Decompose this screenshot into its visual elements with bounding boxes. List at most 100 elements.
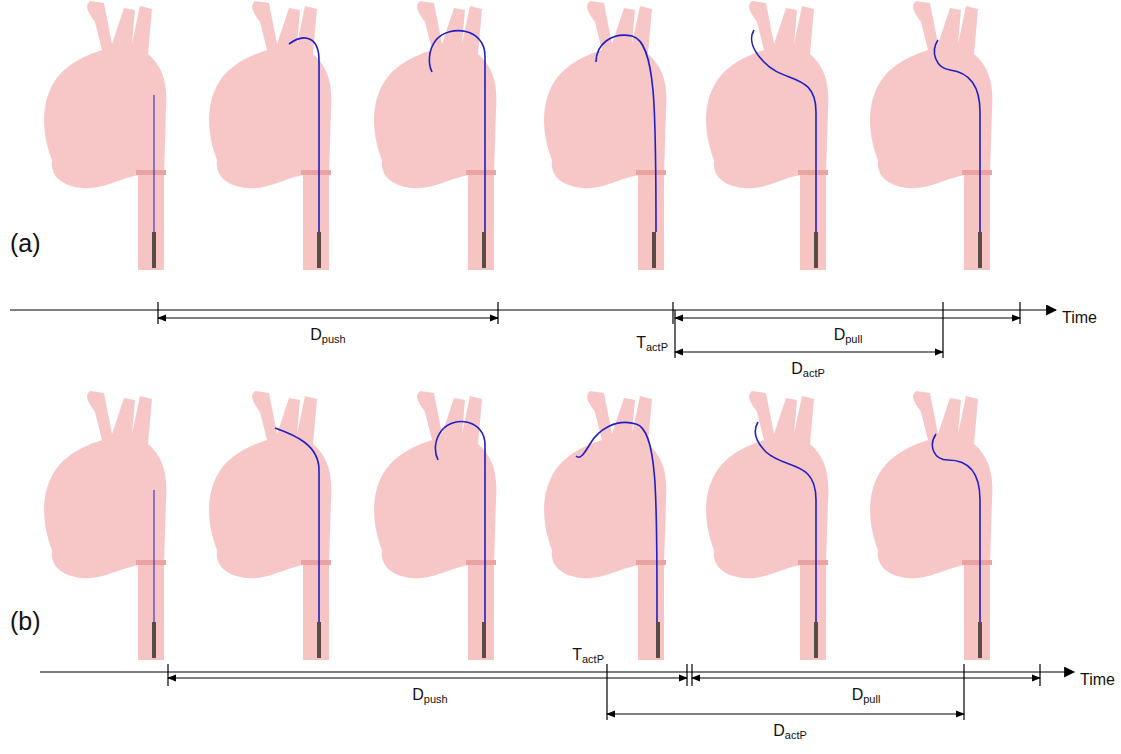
subscript: push [424, 693, 448, 705]
subscript: pull [845, 333, 862, 345]
symbol: D [310, 326, 322, 343]
vessel-joint [301, 170, 331, 175]
time-axis [10, 309, 1056, 310]
duration-label: Dpush [310, 326, 345, 345]
duration-label: Dpull [834, 326, 863, 345]
guidewire [932, 434, 980, 622]
symbol: D [412, 686, 424, 703]
tick [497, 302, 498, 324]
vessel-joint [798, 170, 828, 175]
time-point-label: TactP [572, 646, 604, 665]
vessel-joint [636, 560, 666, 565]
guidewire [429, 31, 485, 232]
guidewire [435, 422, 485, 622]
axis-label: Time [1062, 309, 1097, 327]
descending-aorta [638, 562, 664, 660]
time-point-label: TactP [636, 334, 668, 353]
descending-aorta [800, 172, 826, 270]
symbol: T [636, 334, 646, 351]
tick [963, 664, 964, 720]
aorta-panel [870, 1, 992, 270]
descending-aorta [638, 172, 664, 270]
tick [672, 302, 673, 324]
catheter [978, 622, 982, 658]
vessel-joint [962, 170, 992, 175]
aorta-panel [209, 1, 331, 270]
vessel-joint [636, 170, 666, 175]
symbol: D [852, 686, 864, 703]
catheter [978, 232, 982, 268]
aorta-arch [209, 1, 331, 188]
aorta-panel [870, 391, 992, 660]
subscript: pull [863, 693, 880, 705]
guidewire [752, 30, 816, 232]
vessel-joint [136, 170, 166, 175]
subscript: actP [803, 367, 825, 379]
duration-arrow [675, 351, 943, 352]
duration-label: DactP [791, 360, 825, 379]
aorta-panel [544, 391, 666, 660]
vessel-joint [466, 560, 496, 565]
descending-aorta [468, 562, 494, 660]
guidewire [289, 38, 319, 232]
descending-aorta [138, 562, 164, 660]
panel-label: (b) [10, 608, 41, 636]
vessel-joint [962, 560, 992, 565]
guidewire [596, 35, 656, 232]
catheter [317, 232, 321, 268]
guidewire [154, 490, 155, 622]
panel-label: (a) [10, 230, 41, 258]
descending-aorta [468, 172, 494, 270]
duration-arrow [675, 317, 1020, 318]
aorta-arch [209, 391, 331, 578]
aorta-arch [544, 391, 666, 578]
vessel-joint [301, 560, 331, 565]
tick [686, 664, 687, 686]
duration-label: Dpull [852, 686, 881, 705]
catheter [814, 232, 818, 268]
subscript: push [322, 333, 346, 345]
catheter [814, 622, 818, 658]
tick [1039, 664, 1040, 686]
duration-arrow [158, 317, 498, 318]
duration-arrow [168, 677, 687, 678]
aorta-panel [544, 1, 666, 270]
symbol: D [791, 360, 803, 377]
catheter [152, 232, 156, 268]
descending-aorta [800, 562, 826, 660]
duration-label: Dpush [412, 686, 447, 705]
tick [606, 664, 607, 720]
vessel-joint [136, 560, 166, 565]
subscript: actP [785, 729, 807, 741]
vessel-joint [798, 560, 828, 565]
guidewire [755, 422, 816, 622]
subscript: actP [646, 341, 668, 353]
descending-aorta [964, 562, 990, 660]
aorta-panel [706, 391, 828, 660]
descending-aorta [303, 172, 329, 270]
tick [167, 664, 168, 686]
aorta-arch [44, 391, 166, 578]
aorta-arch [870, 391, 992, 578]
symbol: T [572, 646, 582, 663]
aorta-arch [44, 1, 166, 188]
guidewire [275, 428, 319, 622]
aorta-panel [209, 391, 331, 660]
catheter [152, 622, 156, 658]
descending-aorta [964, 172, 990, 270]
tick [674, 310, 675, 358]
vessel-joint [466, 170, 496, 175]
guidewire [154, 95, 155, 232]
catheter [317, 622, 321, 658]
catheter [652, 232, 656, 268]
catheter [482, 622, 486, 658]
duration-arrow [692, 677, 1040, 678]
subscript: actP [582, 653, 604, 665]
tick [1019, 302, 1020, 324]
catheter [482, 232, 486, 268]
aorta-panel [44, 1, 166, 270]
axis-label: Time [1080, 671, 1115, 689]
guidewire [576, 422, 657, 622]
symbol: D [834, 326, 846, 343]
